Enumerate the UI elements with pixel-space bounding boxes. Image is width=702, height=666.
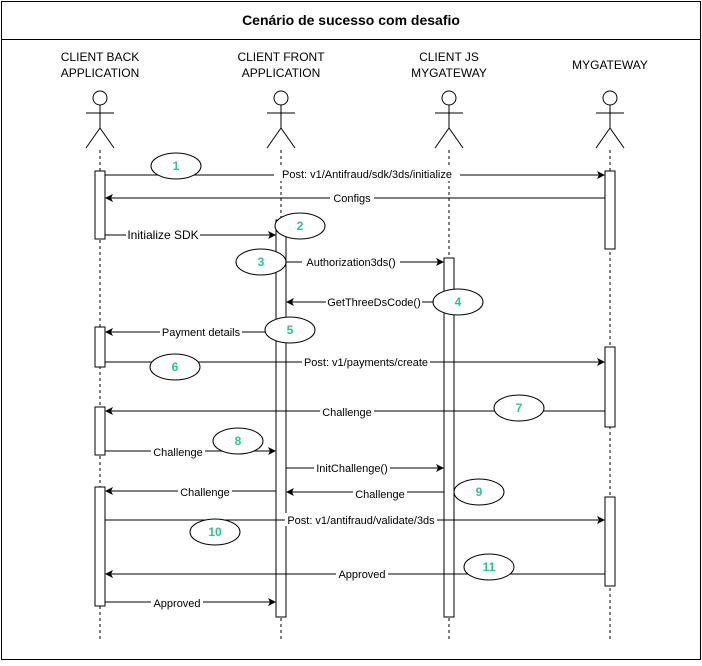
message-label-15: Approved xyxy=(151,596,203,610)
participant-back-name-line1: CLIENT BACK xyxy=(61,50,139,64)
message-label-15-text: Approved xyxy=(153,598,200,610)
actor-js-icon xyxy=(434,90,464,149)
step-badge-11-text: 11 xyxy=(483,560,496,574)
message-label-7-text: Post: v1/payments/create xyxy=(304,357,428,369)
step-badge-4-text: 4 xyxy=(455,295,462,309)
message-label-2-text: Configs xyxy=(333,193,371,205)
message-label-5-text: GetThreeDsCode() xyxy=(327,297,421,309)
step-badge-8: 8 xyxy=(212,427,264,455)
step-badge-6: 6 xyxy=(149,353,201,381)
step-badge-9-text: 9 xyxy=(476,485,483,499)
step-badge-7-text: 7 xyxy=(516,401,523,415)
participant-js-name-line1: CLIENT JS xyxy=(419,50,479,64)
participant-js-name-line2: MYGATEWAY xyxy=(411,66,487,80)
step-badge-2-text: 2 xyxy=(297,219,304,233)
step-badge-4: 4 xyxy=(432,288,484,316)
message-label-1: Post: v1/Antifraud/sdk/3ds/initialize xyxy=(274,168,460,181)
step-badge-1-text: 1 xyxy=(173,159,180,173)
actor-gw-icon xyxy=(595,90,625,149)
message-label-10-text: InitChallenge() xyxy=(316,463,388,475)
step-badge-1: 1 xyxy=(150,152,202,180)
activation-js-1 xyxy=(443,257,455,618)
participant-front-name-line1: CLIENT FRONT xyxy=(237,50,325,64)
message-label-3-text: Initialize SDK xyxy=(127,228,198,242)
message-label-11-text: Challenge xyxy=(180,487,230,499)
message-label-13-text: Post: v1/antifraud/validate/3ds xyxy=(287,515,435,527)
message-label-8: Challenge xyxy=(320,405,374,419)
step-badge-6-text: 6 xyxy=(172,360,179,374)
participant-front-name-line2: APPLICATION xyxy=(242,66,320,80)
message-label-9: Challenge xyxy=(151,445,205,459)
step-badge-10: 10 xyxy=(189,518,241,546)
message-label-12: Challenge xyxy=(353,487,407,501)
actor-front-icon xyxy=(266,90,296,149)
step-badge-3: 3 xyxy=(235,248,287,276)
message-label-10: InitChallenge() xyxy=(314,461,390,475)
actor-back-icon xyxy=(85,90,115,149)
step-badge-9: 9 xyxy=(453,478,505,506)
message-label-4-text: Authorization3ds() xyxy=(306,257,395,269)
message-label-4: Authorization3ds() xyxy=(302,255,400,269)
message-label-7: Post: v1/payments/create xyxy=(302,355,430,369)
activation-back-1 xyxy=(94,170,106,240)
message-label-8-text: Challenge xyxy=(322,407,372,419)
step-badge-5-text: 5 xyxy=(287,323,294,337)
step-badge-5: 5 xyxy=(264,316,316,344)
message-label-14: Approved xyxy=(336,568,388,581)
activation-back-3 xyxy=(94,406,106,456)
participant-gw-name-line1: MYGATEWAY xyxy=(572,58,648,72)
message-label-12-text: Challenge xyxy=(355,489,405,501)
message-label-13: Post: v1/antifraud/validate/3ds xyxy=(285,513,437,527)
diagram-title: Cenário de sucesso com desafio xyxy=(242,12,460,28)
message-label-6: Payment details xyxy=(160,325,242,339)
activation-gw-3 xyxy=(604,496,616,587)
participant-back-name-line2: APPLICATION xyxy=(61,66,139,80)
activation-back-4 xyxy=(94,486,106,607)
step-badge-7: 7 xyxy=(493,394,545,422)
activation-front-1 xyxy=(275,219,287,618)
step-badge-3-text: 3 xyxy=(258,255,265,269)
step-badge-8-text: 8 xyxy=(235,434,242,448)
activation-gw-1 xyxy=(604,170,616,250)
message-label-1-text: Post: v1/Antifraud/sdk/3ds/initialize xyxy=(282,169,452,181)
message-label-3: Initialize SDK xyxy=(126,228,200,242)
message-label-6-text: Payment details xyxy=(162,327,241,339)
message-label-14-text: Approved xyxy=(338,569,385,581)
step-badge-10-text: 10 xyxy=(208,525,222,539)
step-badge-11: 11 xyxy=(463,553,515,581)
message-label-9-text: Challenge xyxy=(153,447,203,459)
message-label-5: GetThreeDsCode() xyxy=(326,295,422,309)
activation-gw-2 xyxy=(604,346,616,428)
message-label-11: Challenge xyxy=(178,485,232,499)
activation-back-2 xyxy=(94,326,106,368)
message-label-2: Configs xyxy=(330,191,374,205)
step-badge-2: 2 xyxy=(274,212,326,240)
